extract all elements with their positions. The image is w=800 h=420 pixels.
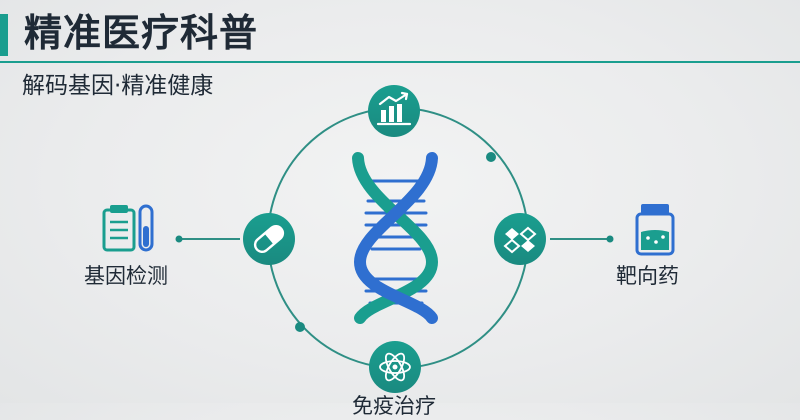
clipboard-test-tube-icon xyxy=(102,204,154,252)
dna-helix-icon xyxy=(352,152,439,324)
bar-chart-icon xyxy=(376,91,412,126)
label-immunotherapy: 免疫治疗 xyxy=(352,394,436,418)
label-targeted-drug: 靶向药 xyxy=(616,264,679,288)
node-right xyxy=(494,213,546,265)
atom-icon xyxy=(379,352,411,382)
diagram-canvas xyxy=(102,85,675,393)
node-top xyxy=(368,85,420,137)
page-title: 精准医疗科普 xyxy=(24,11,259,55)
title-accent-bar xyxy=(0,14,8,56)
title-divider xyxy=(0,61,800,63)
ring-dot-bottom-left xyxy=(295,322,305,332)
medicine-bottle-icon xyxy=(635,204,675,256)
molecule-puzzle-icon xyxy=(503,226,537,254)
connector-left-dot xyxy=(175,235,183,243)
capsule-pill-icon xyxy=(253,225,285,253)
ring-dot-top-right xyxy=(486,152,496,162)
node-left xyxy=(243,213,295,265)
connector-right-dot xyxy=(606,235,614,243)
node-bottom xyxy=(369,341,421,393)
label-gene-testing: 基因检测 xyxy=(84,264,168,288)
page-subtitle: 解码基因·精准健康 xyxy=(22,73,214,99)
